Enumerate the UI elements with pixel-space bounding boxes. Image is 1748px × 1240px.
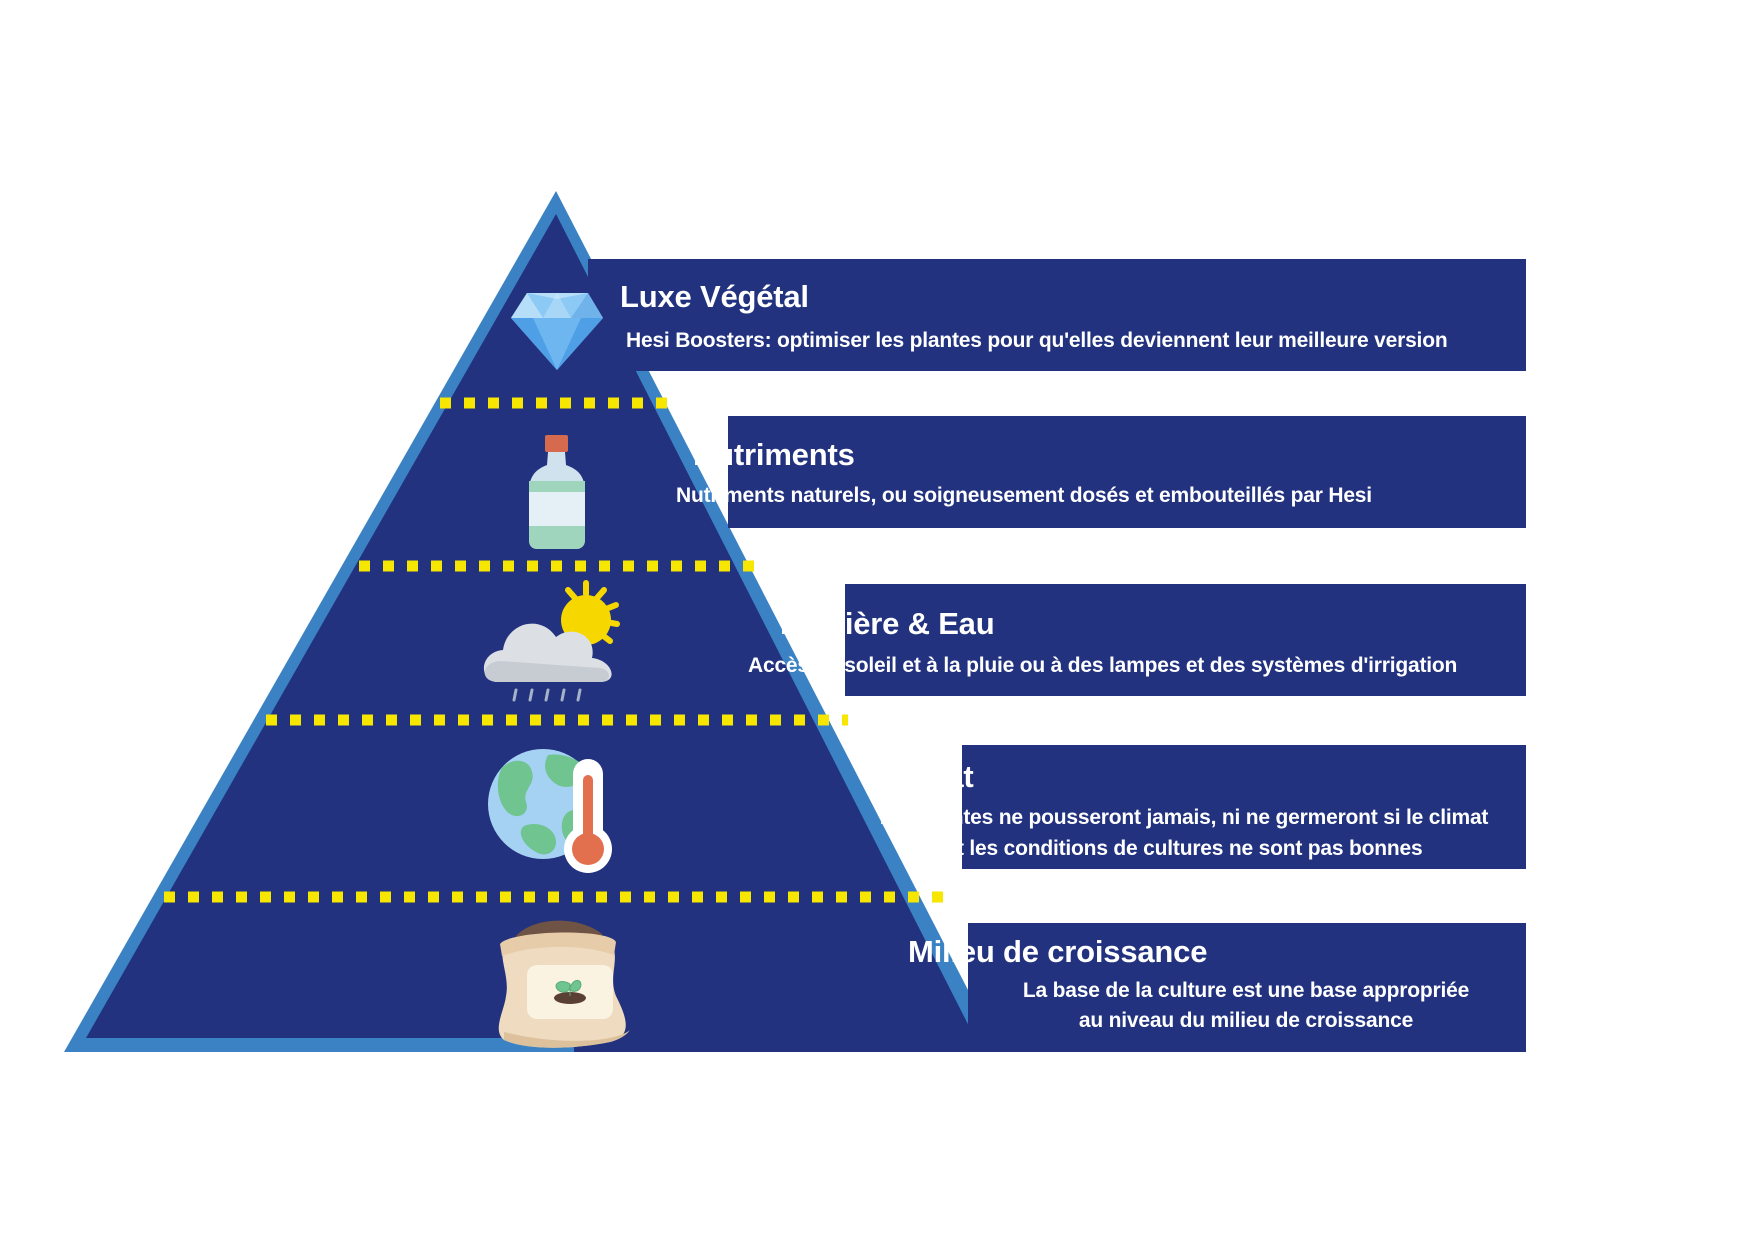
banner-tier-1 [588, 259, 1526, 371]
bottle-icon [529, 435, 585, 549]
diamond-icon [511, 293, 603, 370]
tier-1-description: Hesi Boosters: optimiser les plantes pou… [626, 329, 1448, 352]
banner-tier-2 [728, 416, 1526, 528]
tier-4-description-line-2: et les conditions de cultures ne sont pa… [945, 837, 1423, 860]
tier-5-description-line-2: au niveau du milieu de croissance [1078, 1009, 1414, 1032]
tier-5-title: Milieu de croissance [908, 934, 1208, 969]
banner-tier-4 [962, 745, 1526, 869]
tier-5-description-line-1: La base de la culture est une base appro… [1022, 979, 1470, 1002]
tier-3-title: Lumière & Eau [780, 606, 995, 641]
globe-thermometer-icon [488, 749, 612, 873]
tier-2-description: Nutriments naturels, ou soigneusement do… [676, 484, 1372, 507]
banner-tier-3 [845, 584, 1526, 696]
tier-4-title: Climat [880, 759, 974, 794]
tier-1-title: Luxe Végétal [620, 279, 809, 314]
tier-3-description: Accès au soleil et à la pluie ou à des l… [748, 654, 1458, 677]
tier-4-description-line-1: Les plantes ne pousseront jamais, ni ne … [879, 806, 1489, 829]
sun-rain-cloud-icon [483, 580, 620, 702]
soil-bag-icon [498, 920, 630, 1048]
pyramid-base-fill [574, 1038, 974, 1052]
tier-2-title: Nutriments [693, 437, 855, 472]
banner-tier-5 [968, 923, 1526, 1052]
